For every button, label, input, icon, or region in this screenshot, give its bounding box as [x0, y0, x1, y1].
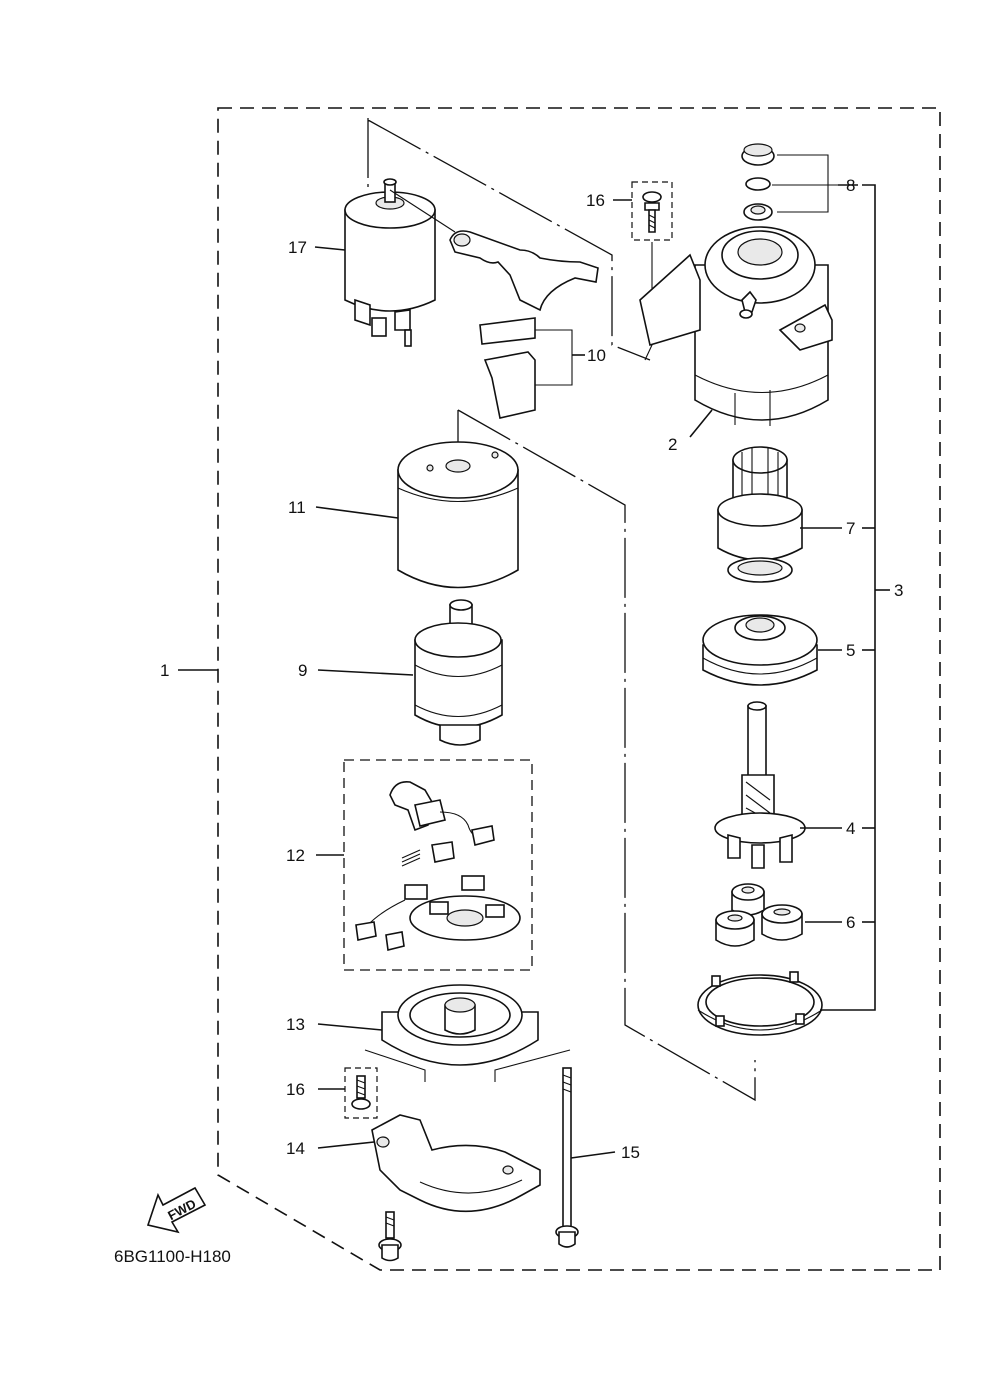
fwd-label: FWD: [165, 1196, 198, 1223]
part-3-internal-gear-ring: [697, 971, 823, 1036]
rear-bracket-bolt: [378, 1211, 402, 1262]
part-9-armature: [414, 599, 503, 746]
part-12-brush-holder: [343, 759, 533, 971]
part-11-yoke: [397, 441, 519, 589]
label-part-1: 1: [160, 661, 169, 680]
part-number-labels: 1 2 3 4 5 6 7 8 9 10 11 12 13 14 15 16 1…: [160, 176, 903, 1162]
assembly-boundary: [217, 107, 941, 1271]
part-17-solenoid: [344, 178, 456, 347]
part-14-rear-bracket: [371, 1114, 541, 1213]
part-7-pinion-clutch: [717, 446, 803, 583]
part-6-planetary-gears: [715, 883, 803, 947]
label-part-8: 8: [846, 176, 855, 195]
label-part-17: 17: [288, 238, 307, 257]
part-16-bolt-bottom: [344, 1067, 378, 1119]
label-part-2: 2: [668, 435, 677, 454]
fwd-arrow-icon: FWD: [146, 1186, 207, 1234]
label-part-9: 9: [298, 661, 307, 680]
label-part-10: 10: [587, 346, 606, 365]
part-2-front-housing: [639, 226, 833, 426]
drawing-code: 6BG1100-H180: [114, 1247, 231, 1266]
label-part-16-top: 16: [586, 191, 605, 210]
part-10-shift-lever: [449, 230, 599, 419]
label-part-11: 11: [288, 498, 306, 517]
part-16-screw-top: [631, 181, 673, 241]
label-part-5: 5: [846, 641, 855, 660]
leader-lines: [178, 184, 890, 1159]
label-part-4: 4: [846, 819, 855, 838]
part-5-gear-housing: [702, 614, 818, 686]
part-13-rear-cover: [364, 984, 571, 1082]
label-part-13: 13: [286, 1015, 305, 1034]
label-part-16-bottom: 16: [286, 1080, 305, 1099]
label-part-14: 14: [286, 1139, 305, 1158]
label-part-12: 12: [286, 846, 305, 865]
part-4-planetary-shaft: [714, 701, 806, 869]
label-part-7: 7: [846, 519, 855, 538]
label-part-6: 6: [846, 913, 855, 932]
part-15-through-bolt: [555, 1067, 579, 1248]
label-part-3: 3: [894, 581, 903, 600]
part-8-cap-clip-seal: [741, 143, 838, 221]
label-part-15: 15: [621, 1143, 640, 1162]
